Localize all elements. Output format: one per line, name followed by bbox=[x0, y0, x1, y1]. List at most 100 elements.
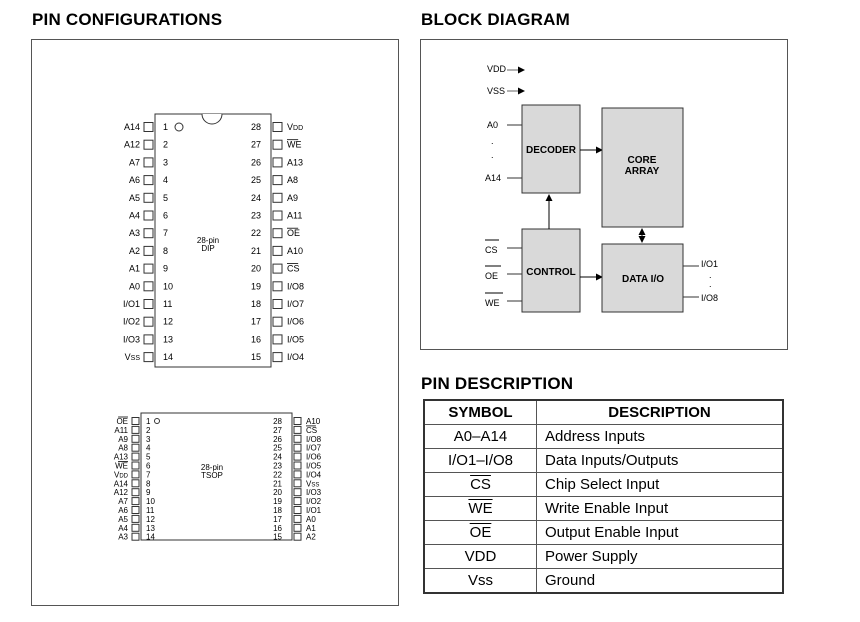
table-row: CS Chip Select Input bbox=[423, 472, 784, 497]
symbol-cell: A0–A14 bbox=[423, 424, 537, 449]
pin-name: I/O3 bbox=[306, 488, 322, 497]
pin-name: A13 bbox=[287, 157, 303, 167]
pin-name: A8 bbox=[287, 175, 298, 185]
pin-name: I/O2 bbox=[306, 497, 322, 506]
pin-number: 21 bbox=[273, 479, 282, 488]
table-row: VDD Power Supply bbox=[423, 544, 784, 569]
pin-name: A7 bbox=[129, 157, 140, 167]
pin-name: I/O1 bbox=[123, 299, 140, 309]
pin-number: 20 bbox=[273, 488, 282, 497]
tsop-pin1-dot bbox=[154, 418, 160, 424]
pin-number: 21 bbox=[251, 246, 261, 256]
table-row: Vss Ground bbox=[423, 568, 784, 594]
oe-symbol: OE bbox=[469, 524, 492, 541]
pin-pad bbox=[143, 210, 154, 221]
pin-name: A4 bbox=[118, 524, 128, 533]
pin-name: A0 bbox=[306, 515, 316, 524]
symbol-cell: WE bbox=[423, 496, 537, 521]
pin-number: 4 bbox=[146, 444, 151, 453]
pin-pad bbox=[143, 245, 154, 256]
pin-number: 5 bbox=[163, 193, 168, 203]
io-dot-2: . bbox=[709, 279, 712, 289]
cs-symbol: CS bbox=[470, 476, 491, 493]
pin-pad bbox=[293, 452, 302, 461]
symbol-cell: VDD bbox=[423, 544, 537, 569]
symbol-cell: OE bbox=[423, 520, 537, 545]
pin-pad bbox=[131, 488, 140, 497]
control-label: CONTROL bbox=[526, 267, 575, 278]
pin-name: A12 bbox=[124, 140, 140, 150]
description-cell: Chip Select Input bbox=[536, 472, 784, 497]
pin-pad bbox=[293, 523, 302, 532]
pin-name: A10 bbox=[287, 246, 303, 256]
pin-name: A14 bbox=[114, 479, 129, 488]
dip-notch bbox=[201, 113, 223, 125]
pin-pad bbox=[272, 228, 283, 239]
description-cell: Write Enable Input bbox=[536, 496, 784, 521]
pin-pad bbox=[293, 497, 302, 506]
io8-label: I/O8 bbox=[701, 293, 718, 303]
pin-pad bbox=[143, 263, 154, 274]
pin-pad bbox=[272, 210, 283, 221]
pin-pad bbox=[293, 514, 302, 523]
pin-number: 22 bbox=[273, 470, 282, 479]
pin-pad bbox=[131, 514, 140, 523]
symbol-cell: I/O1–I/O8 bbox=[423, 448, 537, 473]
pin-number: 18 bbox=[273, 506, 282, 515]
pin-number: 4 bbox=[163, 175, 168, 185]
pin-name: I/O3 bbox=[123, 334, 140, 344]
pin-number: 17 bbox=[273, 515, 282, 524]
pin-pad bbox=[143, 316, 154, 327]
pin-name: VSS bbox=[125, 352, 141, 362]
pin-pad bbox=[131, 443, 140, 452]
pin-name: CS bbox=[306, 426, 317, 435]
pin-number: 17 bbox=[251, 317, 261, 327]
pin-number: 16 bbox=[273, 524, 282, 533]
pin-number: 1 bbox=[163, 122, 168, 132]
pin-pad bbox=[131, 506, 140, 514]
table-row: I/O1–I/O8 Data Inputs/Outputs bbox=[423, 448, 784, 473]
pin-pad bbox=[143, 157, 154, 168]
pin-pad bbox=[293, 532, 302, 541]
pin-pad bbox=[143, 352, 154, 363]
pin-name: I/O7 bbox=[287, 299, 304, 309]
vdd-label: VDD bbox=[487, 64, 507, 74]
array-label: ARRAY bbox=[625, 166, 660, 177]
pin-number: 6 bbox=[146, 462, 151, 471]
pin-pad bbox=[143, 192, 154, 203]
a0-label: A0 bbox=[487, 120, 498, 130]
pin-number: 25 bbox=[273, 444, 282, 453]
pin-pad bbox=[272, 157, 283, 168]
pin-number: 24 bbox=[273, 453, 282, 462]
dip-label-2: DIP bbox=[201, 244, 214, 253]
pin-description-title: PIN DESCRIPTION bbox=[421, 374, 574, 393]
description-cell: Address Inputs bbox=[536, 424, 784, 449]
dip-label: 28-pin bbox=[197, 236, 219, 245]
pin-name: I/O5 bbox=[287, 334, 304, 344]
pin-name: A2 bbox=[129, 246, 140, 256]
pin-name: A6 bbox=[118, 506, 128, 515]
pin-name: A7 bbox=[118, 497, 128, 506]
pin-number: 14 bbox=[163, 352, 173, 362]
pin-name: A10 bbox=[306, 417, 321, 426]
control-block bbox=[521, 228, 581, 313]
pin-name: I/O8 bbox=[306, 435, 322, 444]
pin-number: 19 bbox=[251, 281, 261, 291]
pin-pad bbox=[293, 417, 302, 425]
tsop-label-2: TSOP bbox=[201, 471, 223, 480]
pin-number: 22 bbox=[251, 228, 261, 238]
pin-pad bbox=[272, 139, 283, 150]
block-diagram-panel: VDD VSS A0 . . A14 DECODER CORE ARRAY CO… bbox=[420, 39, 788, 350]
pin-name: VDD bbox=[287, 122, 303, 132]
table-header-row: SYMBOL DESCRIPTION bbox=[423, 399, 784, 425]
pin-pad bbox=[131, 523, 140, 532]
symbol-cell: CS bbox=[423, 472, 537, 497]
table-row: WE Write Enable Input bbox=[423, 496, 784, 521]
block-diagram-svg: VDD VSS A0 . . A14 DECODER CORE ARRAY CO… bbox=[485, 64, 718, 313]
io-dot-1: . bbox=[709, 270, 712, 280]
pin-name: WE bbox=[287, 140, 302, 150]
pin-number: 1 bbox=[146, 417, 151, 426]
pin-pad bbox=[272, 299, 283, 309]
pin-pad bbox=[293, 506, 302, 514]
